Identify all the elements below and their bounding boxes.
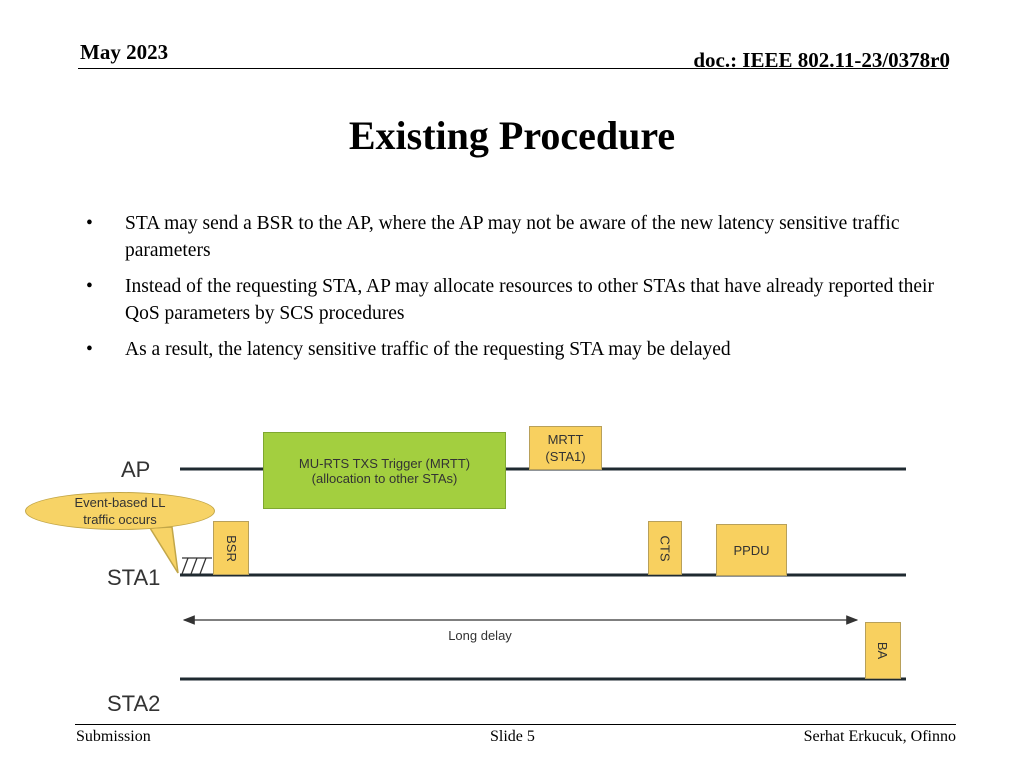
bullet-marker: • <box>86 276 93 297</box>
frame-label: BA <box>875 641 891 660</box>
slide-title: Existing Procedure <box>348 113 676 158</box>
callout-bubble: Event-based LL traffic occurs <box>25 492 215 530</box>
footer-slide-number: Slide 5 <box>490 728 535 745</box>
frame-label: MRTT (STA1) <box>545 432 586 464</box>
traffic-arrival-hatch <box>181 557 212 575</box>
bullet-item: • Instead of the requesting STA, AP may … <box>86 273 936 327</box>
callout-text: Event-based LL traffic occurs <box>74 495 166 527</box>
footer-divider <box>75 724 956 725</box>
ba-frame: BA <box>865 622 901 679</box>
lane-label-ap: AP <box>121 457 151 482</box>
lane-label-sta1: STA1 <box>107 565 161 590</box>
bullet-marker: • <box>86 213 93 234</box>
bsr-frame: BSR <box>213 521 249 575</box>
frame-label: PPDU <box>733 542 770 558</box>
frame-label: MU-RTS TXS Trigger (MRTT) (allocation to… <box>298 455 471 486</box>
bullet-text: Instead of the requesting STA, AP may al… <box>125 276 934 324</box>
header-date: May 2023 <box>80 40 169 64</box>
bullet-text: As a result, the latency sensitive traff… <box>125 339 731 360</box>
cts-frame: CTS <box>648 521 682 575</box>
mrtt-sta1-frame: MRTT (STA1) <box>529 426 602 470</box>
bullet-item: • STA may send a BSR to the AP, where th… <box>86 210 936 264</box>
long-delay-label: Long delay <box>448 628 512 643</box>
frame-label: BSR <box>223 534 239 562</box>
frame-label: CTS <box>657 535 673 561</box>
lane-label-sta2: STA2 <box>107 691 161 716</box>
bullet-item: • As a result, the latency sensitive tra… <box>86 336 936 363</box>
header-divider <box>78 68 948 69</box>
bullet-marker: • <box>86 339 93 360</box>
bullet-list: • STA may send a BSR to the AP, where th… <box>86 210 936 372</box>
footer-submission: Submission <box>76 728 151 745</box>
mrtt-other-frame: MU-RTS TXS Trigger (MRTT) (allocation to… <box>263 432 506 509</box>
footer-author: Serhat Erkucuk, Ofinno <box>803 728 956 745</box>
ppdu-frame: PPDU <box>716 524 787 576</box>
bullet-text: STA may send a BSR to the AP, where the … <box>125 213 900 261</box>
